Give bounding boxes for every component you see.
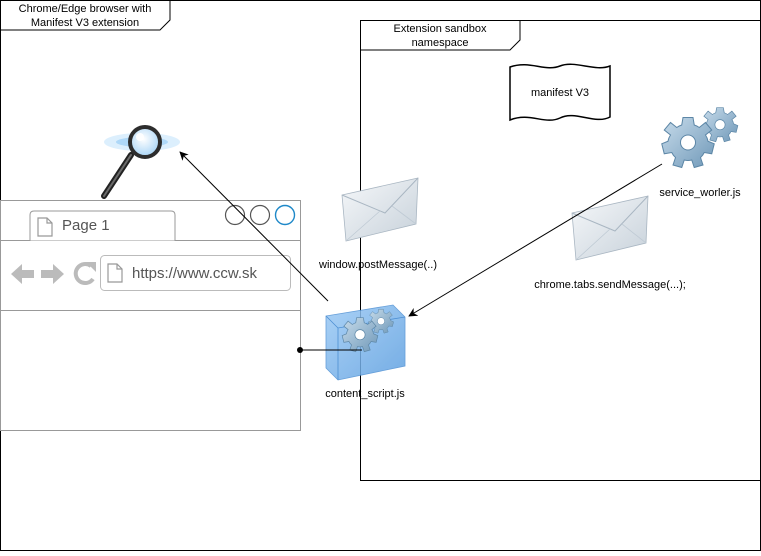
tab-label: Page 1 — [62, 217, 110, 234]
envelope-icon — [341, 177, 419, 242]
browser-window: Page 1 https://www.ccw.sk — [0, 200, 301, 431]
window-button-close[interactable] — [274, 204, 296, 226]
send-message-label: chrome.tabs.sendMessage(...); — [534, 279, 686, 291]
address-page-icon — [107, 263, 123, 283]
window-button-maximize[interactable] — [249, 204, 271, 226]
arrow-content-to-page — [179, 151, 329, 302]
reload-icon[interactable] — [73, 262, 96, 285]
magnifier-icon — [101, 125, 180, 199]
back-arrow-icon[interactable] — [11, 264, 34, 284]
sandbox-title-line2: namespace — [412, 37, 469, 49]
outer-frame-title-line2: Manifest V3 extension — [31, 17, 139, 29]
tab-page-1[interactable] — [29, 210, 176, 241]
connector-dot — [297, 347, 303, 353]
content-script-cube-icon — [325, 304, 406, 381]
sandbox-title-line1: Extension sandbox — [394, 23, 487, 35]
arrow-worker-to-content — [408, 163, 663, 317]
address-bar[interactable] — [100, 255, 291, 291]
forward-arrow-icon[interactable] — [41, 264, 64, 284]
page-icon — [37, 217, 53, 237]
manifest-label: manifest V3 — [531, 87, 589, 99]
envelope-icon-2 — [571, 195, 649, 261]
post-message-label: window.postMessage(..) — [318, 259, 437, 271]
sandbox-title-tab — [360, 20, 521, 51]
url-text: https://www.ccw.sk — [132, 265, 258, 282]
outer-frame-title-tab — [0, 0, 171, 31]
window-button-minimize[interactable] — [224, 204, 246, 226]
outer-frame-title-line1: Chrome/Edge browser with — [19, 3, 152, 15]
service-worker-label: service_worler.js — [659, 187, 741, 199]
manifest-document-icon — [509, 63, 611, 122]
content-script-label: content_script.js — [325, 388, 405, 400]
service-worker-gears-icon — [661, 107, 739, 168]
